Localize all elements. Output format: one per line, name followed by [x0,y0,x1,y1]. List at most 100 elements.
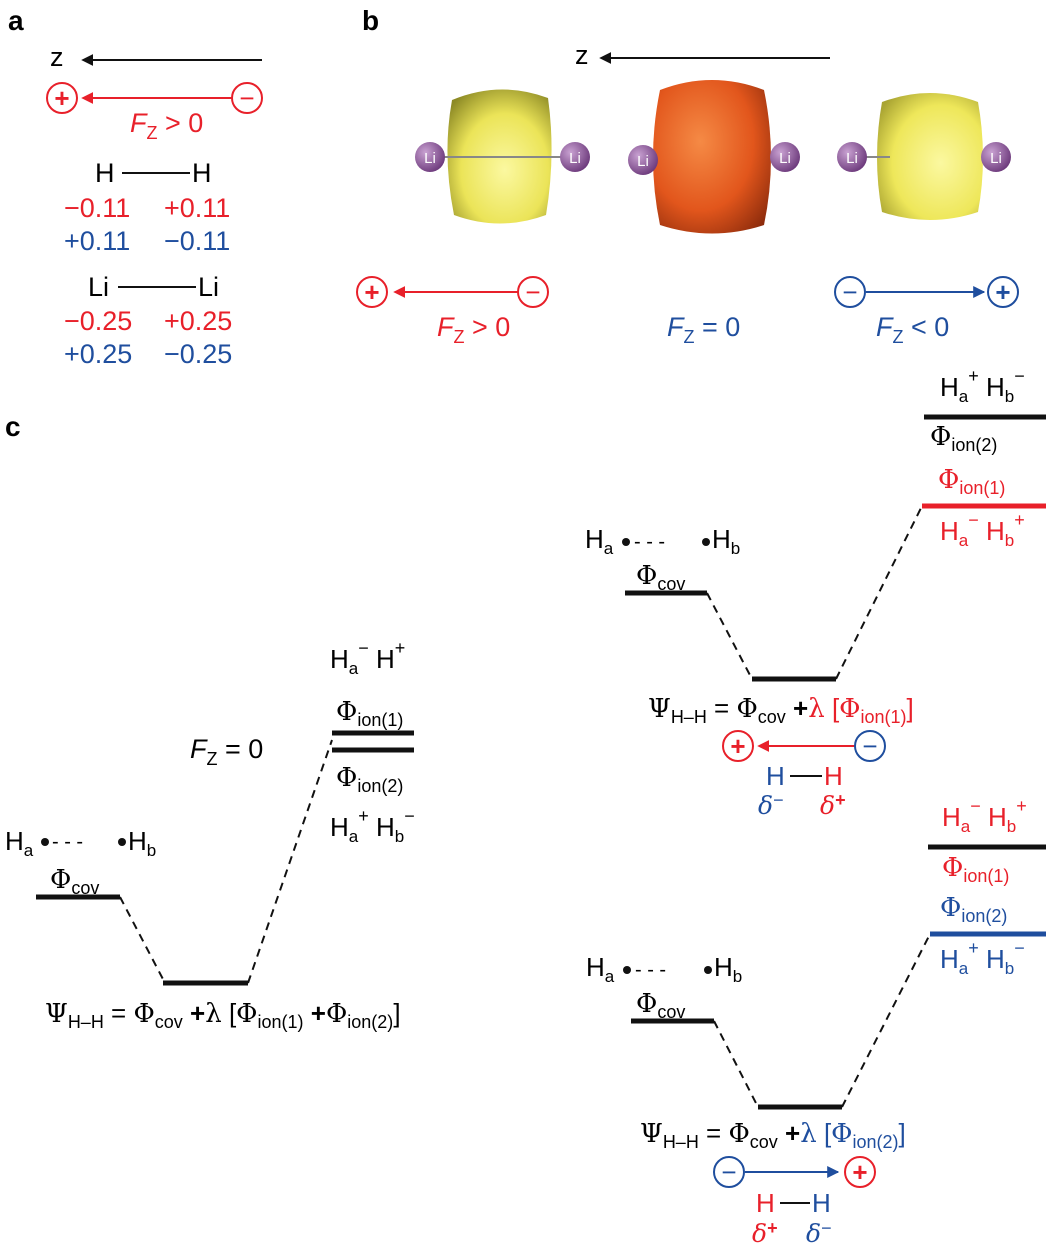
plus-charge-sign: + [852,1157,867,1187]
phi-cov-label: Φcov [636,989,685,1022]
plus-charge-sign: + [730,731,745,761]
connector-dash [835,505,923,680]
bond-dot-icon [704,966,712,974]
ha-minus-hb-plus-label: Ha− H+ [330,638,405,678]
hh-blue-right: −0.11 [164,226,230,256]
lili-blue-right: −0.25 [164,339,232,369]
li-atom-label: Li [569,150,581,167]
hh-left-atom: H [95,158,115,188]
phi-ion2-label: Φion(2) [940,893,1007,926]
phi-cov-label: Φcov [636,561,685,594]
hh-red-right: +0.11 [164,193,230,223]
plus-charge-icon [46,82,78,114]
li-atom-label: Li [990,150,1002,167]
panel-b: b z Li Li Li Li Li Li [356,5,1019,347]
negative-field-diagram: Ha− Hb+ Φion(1) Φion(2) Ha+ Hb− Ha - - -… [586,796,1046,1248]
ha-plus-hb-minus-label: Ha+ Hb− [940,366,1025,406]
connector-dash [119,896,166,984]
li-atom-icon [415,142,445,172]
wavefunction-equation-positive: ΨH–H = Φcov +λ [Φion(1)] [648,693,914,727]
phi-ion2-label: Φion(2) [336,763,403,796]
h-left-atom: H [766,761,785,791]
minus-charge-icon [231,82,263,114]
lili-red-right: +0.25 [164,306,232,336]
panel-a-label: a [8,5,24,36]
bond-dot-icon [623,966,631,974]
field-label: FZ > 0 [130,108,203,143]
ha-label: Ha [586,952,615,986]
li-atom-icon [628,145,658,175]
ha-hb-cov-label: Ha [5,826,34,860]
minus-charge-icon [834,276,866,308]
lili-red-left: −0.25 [64,306,132,336]
plus-charge-sign: + [364,277,379,307]
li-atom-label: Li [779,150,791,167]
field-label-negative: FZ < 0 [876,312,949,347]
li2-isosurface-positive-field: Li Li [415,89,590,224]
lili-blue-left: +0.25 [64,339,132,369]
wavefunction-equation-negative: ΨH–H = Φcov +λ [Φion(2)] [640,1118,906,1152]
hh-red-left: −0.11 [64,193,130,223]
panel-c: c Ha - - - Hb Φcov Ha− H+ Φion(1) FZ = 0… [5,366,1046,1248]
hh-blue-left: +0.11 [64,226,130,256]
ha-minus-hb-plus-label: Ha− Hb+ [940,510,1025,550]
h-right-atom: H [812,1188,831,1218]
plus-charge-icon [844,1156,876,1188]
h-left-atom: H [756,1188,775,1218]
plus-charge-icon [722,730,754,762]
bond-dot-icon [702,538,710,546]
orange-isosurface [653,80,771,234]
connector-dash [706,592,753,680]
minus-charge-icon [517,276,549,308]
ha-plus-hb-minus-label: Ha+ Hb− [940,938,1025,978]
li2-isosurface-negative-field: Li Li [837,93,1011,220]
phi-ion1-label: Φion(1) [938,465,1005,498]
li-atom-icon [837,142,867,172]
li-atom-label: Li [846,150,858,167]
hb-label: Hb [712,524,740,558]
connector-dash [247,739,333,984]
li-atom-icon [770,142,800,172]
h-right-atom: H [824,761,843,791]
bond-dot-icon [622,538,630,546]
z-axis-label-b: z [575,40,589,70]
phi-ion1-label: Φion(1) [942,853,1009,886]
lili-left-atom: Li [88,272,109,302]
lili-right-atom: Li [198,272,219,302]
field-label-zero-c: FZ = 0 [190,734,263,769]
zero-field-diagram: Ha - - - Hb Φcov Ha− H+ Φion(1) FZ = 0 Φ… [5,638,415,1032]
li-atom-label: Li [424,150,436,167]
phi-ion1-label: Φion(1) [336,697,403,730]
field-label-zero: FZ = 0 [667,312,740,347]
li-atom-icon [981,142,1011,172]
minus-charge-sign: − [862,731,877,761]
bond-dashes: - - - [634,531,665,553]
hh-right-atom: H [192,158,212,188]
positive-field-diagram: Ha+ Hb− Φion(2) Φion(1) Ha− Hb+ Ha - - -… [585,366,1046,820]
minus-charge-icon [854,730,886,762]
ha-label: Ha [585,524,614,558]
minus-charge-sign: − [525,277,540,307]
minus-charge-sign: − [721,1157,736,1187]
phi-cov-label: Φcov [50,865,99,898]
li2-isosurface-zero-field: Li Li [628,80,800,234]
panel-c-label: c [5,411,21,442]
connector-dash [713,1020,759,1108]
bond-dot-icon [41,838,49,846]
plus-charge-icon [356,276,388,308]
delta-minus-label: δ− [806,1218,832,1248]
plus-charge-icon [987,276,1019,308]
li-atom-icon [560,142,590,172]
connector-dash [841,933,931,1108]
ha-minus-hb-plus-label: Ha− Hb+ [942,796,1027,836]
wavefunction-equation-zero: ΨH–H = Φcov +λ [Φion(1) +Φion(2)] [45,998,401,1032]
bond-dot-icon [118,838,126,846]
minus-charge-sign: − [239,83,254,113]
minus-charge-sign: − [842,277,857,307]
yellow-isosurface [877,93,983,220]
bond-dashes: - - - [635,959,666,981]
delta-plus-label: δ+ [752,1218,778,1248]
minus-charge-icon [713,1156,745,1188]
field-label-positive: FZ > 0 [437,312,510,347]
bond-dashes: - - - [52,831,83,853]
